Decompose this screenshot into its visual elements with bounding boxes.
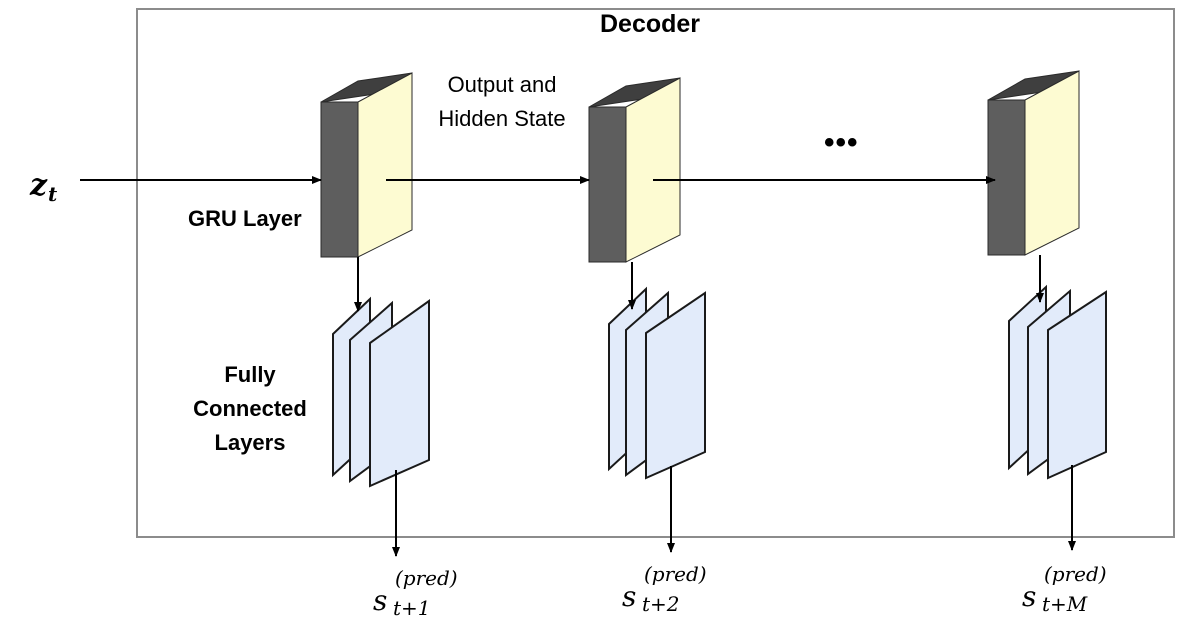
arrows [80,176,1076,557]
gru-block-side [987,99,1026,256]
gru-block-side [320,101,359,258]
output-superscript: (pred) [644,562,707,586]
fc-stack-2 [608,286,706,480]
fc-stack-3 [1008,284,1107,480]
gru-block-2 [588,77,681,263]
output-subscript: t+2 [642,592,680,616]
gru-block-1 [320,72,413,258]
ellipsis: ••• [824,126,859,159]
output-hidden-label: Output and Hidden State [438,72,566,131]
decoder-title: Decoder [600,10,701,38]
input-symbol: z [30,168,48,203]
output-superscript: (pred) [1044,562,1107,586]
output-symbol: s [622,580,637,613]
decoder-frame [136,8,1175,538]
gru-block-front [1024,70,1080,256]
output-variable-1: s (pred) t+1 [373,566,503,620]
output-variable-2: s (pred) t+2 [622,562,752,616]
fc-panel [369,299,430,488]
gru-block-3 [987,70,1080,256]
gru-block-front [357,72,413,258]
input-variable: zt [30,168,57,206]
gru-block-side [588,106,627,263]
fc-stack-1 [332,296,430,488]
fc-panel [645,291,706,480]
output-symbol: s [373,584,388,617]
output-variable-3: s (pred) t+M [1022,562,1152,616]
output-subscript: t+M [1042,592,1088,616]
output-symbol: s [1022,580,1037,613]
input-subscript: t [48,182,58,206]
fc-layers-label: Fully Connected Layers [193,362,307,455]
output-subscript: t+1 [393,596,431,620]
fc-panel [1047,290,1107,480]
output-superscript: (pred) [395,566,458,590]
gru-layer-label: GRU Layer [188,206,302,231]
gru-block-front [625,77,681,263]
